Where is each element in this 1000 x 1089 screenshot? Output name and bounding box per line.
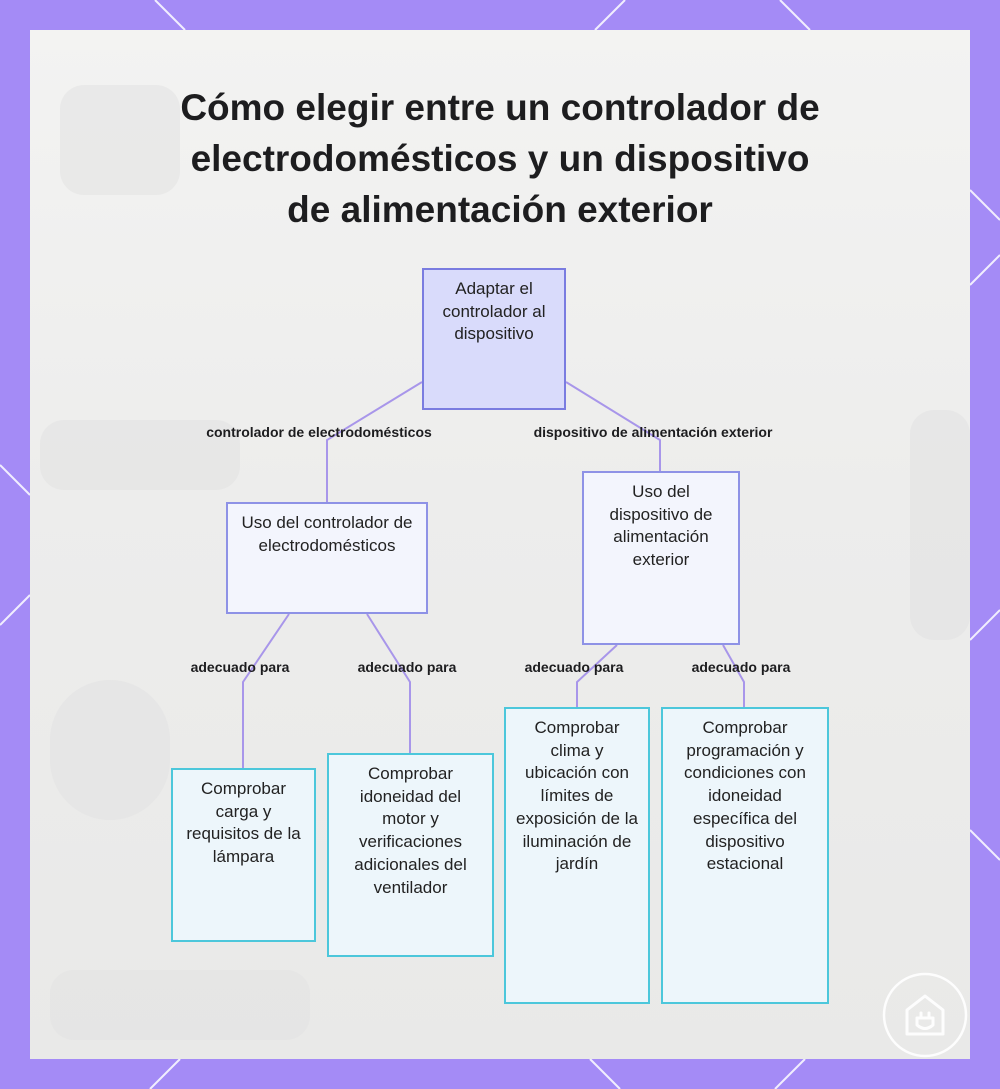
leaf-motor-fan-check: Comprobar idoneidad del motor y verifica… [327,753,494,957]
node-appliance-controller: Uso del controlador de electrodomésticos [226,502,428,614]
edge-label-suitable-3: adecuado para [524,659,624,675]
wire-outdoor-to-garden [576,644,618,707]
house-plug-icon [882,972,968,1058]
edge-label-suitable-4: adecuado para [691,659,791,675]
wire-appliance-to-lamp [242,613,290,768]
leaf-lamp-check: Comprobar carga y requisitos de la lámpa… [171,768,316,942]
wire-root-to-appliance [326,381,423,502]
leaf-seasonal-device-check: Comprobar programación y condiciones con… [661,707,829,1004]
root-node: Adaptar el controlador al dispositivo [422,268,566,410]
node-outdoor-device: Uso del dispositivo de alimentación exte… [582,471,740,645]
wire-appliance-to-motor [366,613,411,753]
edge-label-outdoor: dispositivo de alimentación exterior [533,424,773,440]
wire-outdoor-to-seasonal [722,644,745,707]
diagram-title: Cómo elegir entre un controlador de elec… [180,87,820,230]
edge-label-appliance: controlador de electrodomésticos [206,424,432,440]
edge-label-suitable-1: adecuado para [190,659,290,675]
wire-root-to-outdoor [565,381,661,471]
leaf-garden-lighting-check: Comprobar clima y ubicación con límites … [504,707,650,1004]
edge-label-suitable-2: adecuado para [357,659,457,675]
